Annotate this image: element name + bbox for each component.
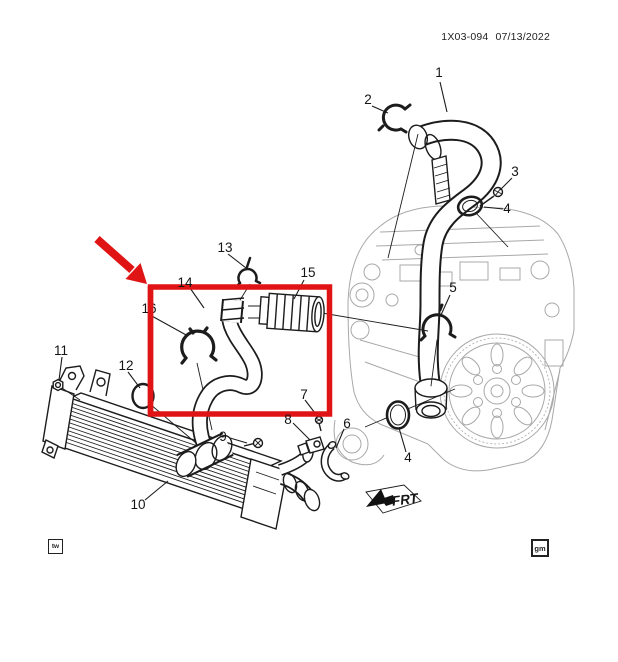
front-indicator-label: FRT — [391, 490, 420, 508]
seal-4-lower-art — [364, 388, 456, 430]
flywheel-art — [439, 333, 555, 449]
callout-5-label: 5 — [449, 280, 457, 295]
seal-12-art — [131, 382, 155, 410]
highlight-arrow-head — [125, 263, 147, 284]
intercooler-art — [41, 365, 321, 530]
clip-2-art — [377, 103, 412, 134]
callout-14-label: 14 — [177, 275, 193, 290]
nut-11-art — [52, 378, 81, 401]
callout-4-lower-label: 4 — [404, 450, 412, 465]
clip-13-art — [235, 256, 262, 288]
intercooler-fins — [64, 401, 269, 511]
document-date: 07/13/2022 — [495, 31, 550, 43]
callout-2-label: 2 — [364, 92, 372, 107]
callout-11-label: 11 — [54, 343, 68, 358]
highlight-arrow-shaft — [94, 236, 135, 273]
bolt-9-art — [243, 437, 264, 449]
document-header: 1X03-094 07/13/2022 — [410, 31, 550, 43]
footer-mark-left: tw — [48, 539, 63, 554]
clip-16-art — [180, 326, 218, 365]
intercooler-hose-assembly-art — [131, 256, 429, 478]
callout-13-label: 13 — [217, 240, 232, 255]
callout-10-label: 10 — [130, 497, 145, 512]
seal-4-upper-art — [456, 195, 509, 248]
sensor-7-art — [297, 415, 325, 456]
document-code: 1X03-094 — [441, 31, 489, 43]
callout-1-label: 1 — [435, 65, 443, 80]
callout-leader-lines — [58, 81, 513, 501]
callout-9-label: 9 — [219, 429, 227, 444]
callout-7-label: 7 — [300, 387, 308, 402]
footer-mark-right: gm — [531, 539, 549, 557]
engine-block-art — [333, 205, 575, 472]
clip-5-art — [419, 303, 457, 387]
callout-15-label: 15 — [300, 265, 315, 280]
pipe-bracket-art — [431, 155, 451, 205]
hose-6-art — [320, 440, 350, 482]
callout-12-label: 12 — [118, 358, 133, 373]
front-direction-marker: FRT — [365, 484, 422, 514]
callout-8-label: 8 — [284, 412, 292, 427]
callout-6-label: 6 — [343, 416, 351, 431]
charge-air-pipe-art — [387, 119, 502, 419]
callout-4-upper-label: 4 — [503, 201, 511, 216]
callout-3-label: 3 — [511, 164, 519, 179]
